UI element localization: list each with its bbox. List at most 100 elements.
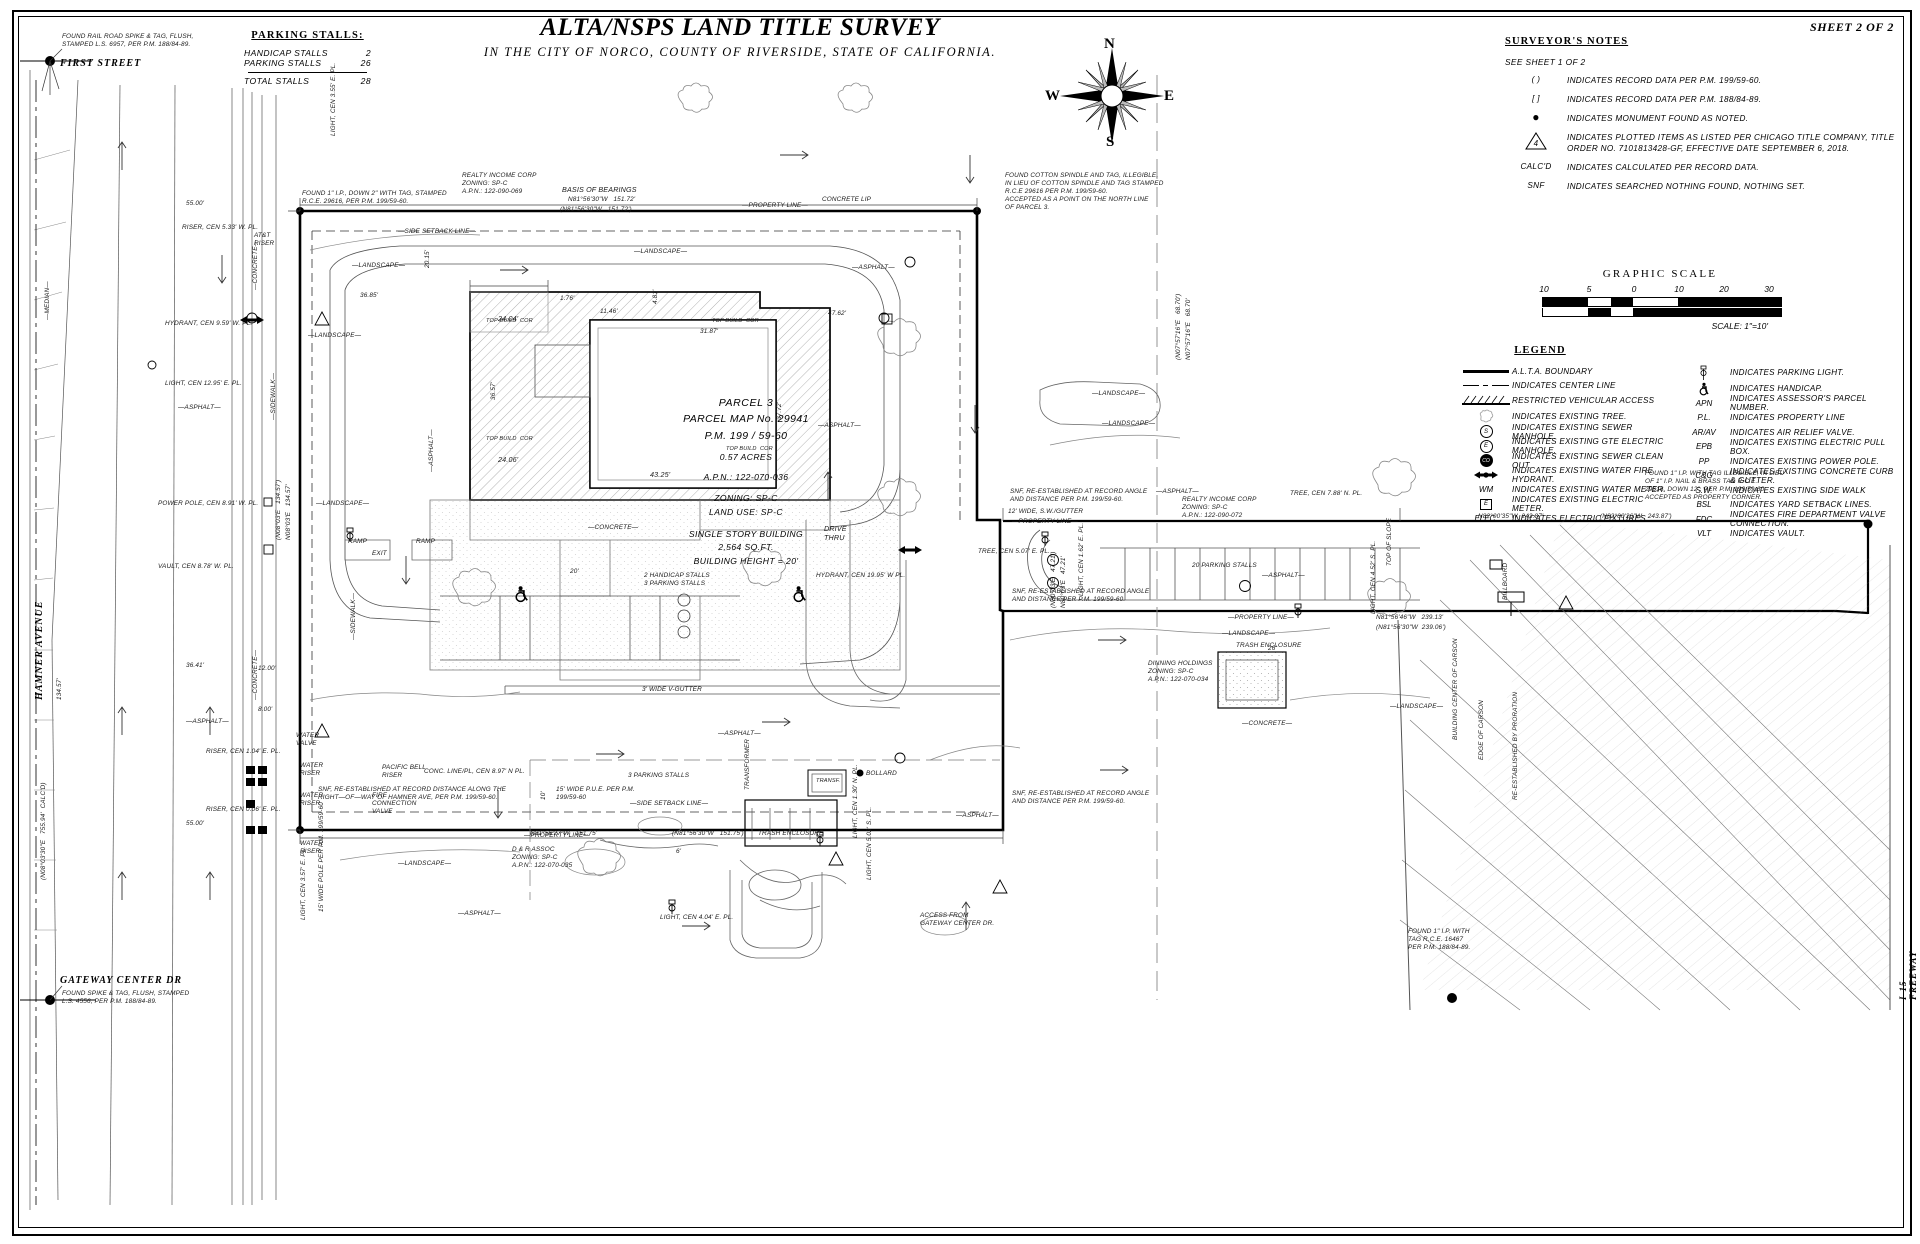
- note-text: INDICATES MONUMENT FOUND AS NOTED.: [1567, 114, 1749, 124]
- monument-note-freeway: FOUND 1" I.P. WITH TAG R.C.E. 16467 PER …: [1408, 928, 1471, 951]
- setback-lines: [311, 230, 985, 813]
- legend-label: INDICATES EXISTING GTE ELECTRIC MANHOLE.: [1512, 437, 1664, 456]
- svg-text:4: 4: [1534, 139, 1539, 148]
- legend-item: INDICATES EXISTING TREE.: [1460, 408, 1678, 425]
- label-landscape-7: —LANDSCAPE—: [1222, 630, 1276, 637]
- dim-8-00: 8.00': [258, 706, 273, 713]
- scale-bar-bottom: [1542, 308, 1782, 317]
- legend-column-left: A.L.T.A. BOUNDARY INDICATES CENTER LINE …: [1460, 364, 1678, 541]
- site-utility-symbols: [878, 256, 1251, 764]
- handicap-icon: [1678, 382, 1730, 396]
- sewer-cleanout-icon: CO: [1460, 454, 1512, 468]
- util-water-valve: WATER VALVE: [296, 732, 320, 747]
- monument-note-ne: FOUND COTTON SPINDLE AND TAG, ILLEGIBLE,…: [1005, 172, 1164, 211]
- parcel-acres: 0.57 ACRES: [719, 451, 773, 462]
- south-bearing-record: (N81°56'30"W 151.75'): [672, 830, 744, 837]
- warning-triangle-icon: 4: [1505, 132, 1567, 154]
- label-billboard: BILLBOARD: [1502, 562, 1509, 600]
- owner-realty-east: REALTY INCOME CORP ZONING: SP-C A.P.N.: …: [1182, 496, 1257, 519]
- legend: LEGEND A.L.T.A. BOUNDARY INDICATES CENTE…: [1460, 345, 1900, 541]
- label-landscape-2: —LANDSCAPE—: [352, 262, 406, 269]
- label-asphalt-1: —ASPHALT—: [852, 264, 895, 271]
- legend-label: INDICATES ASSESSOR'S PARCEL NUMBER.: [1730, 394, 1867, 413]
- label-concrete-4: —CONCRETE—: [1242, 720, 1293, 727]
- util-light-130: LIGHT, CEN 1.30' N. PL.: [852, 764, 859, 838]
- util-hydrant-1995: HYDRANT, CEN 19.95' W PL.: [816, 572, 906, 579]
- surveyors-notes-heading: SURVEYOR'S NOTES: [1505, 36, 1629, 47]
- legend-label: INDICATES YARD SETBACK LINES.: [1730, 500, 1872, 510]
- label-top-slope: TOP OF SLOPE: [1386, 517, 1393, 566]
- label-trash-east: TRASH ENCLOSURE: [1236, 642, 1302, 649]
- traffic-flow-arrows: [401, 150, 1129, 931]
- parking-stalls-heading: PARKING STALLS:: [251, 30, 364, 41]
- apn-abbrev: APN: [1695, 398, 1713, 408]
- compass-north-label: N: [1104, 36, 1115, 52]
- pue-lines: [529, 759, 1000, 900]
- legend-item: RESTRICTED VEHICULAR ACCESS: [1460, 393, 1678, 408]
- note-item: [ ] INDICATES RECORD DATA PER P.M. 188/8…: [1505, 94, 1905, 105]
- parking-stalls-label: PARKING STALLS: [244, 58, 322, 68]
- label-ramp-2: RAMP: [416, 538, 436, 545]
- parking-handicap-label: HANDICAP STALLS: [244, 48, 328, 58]
- util-light-404: LIGHT, CEN 4.04' E. PL.: [660, 914, 734, 921]
- pp-abbrev: PP: [1698, 456, 1710, 466]
- owner-dinning: DINNING HOLDINGS ZONING: SP-C A.P.N.: 12…: [1148, 660, 1213, 683]
- snf-note-b: SNF, RE-ESTABLISHED AT RECORD ANGLE AND …: [1012, 588, 1150, 603]
- dim-36-85: 36.85': [360, 292, 379, 299]
- building-footprint: [469, 291, 831, 501]
- label-fire-connection: FIRE CONNECTION VALVE: [372, 792, 417, 815]
- sheet-border-inner: [18, 16, 1904, 1228]
- legend-label: INDICATES PROPERTY LINE: [1730, 413, 1846, 423]
- monument-note-nw: FOUND RAIL ROAD SPIKE & TAG, FLUSH, STAM…: [62, 33, 194, 48]
- west-boundary-bearing: N08°03'E 134.57': [285, 484, 292, 540]
- trash-enclosure-south: [744, 799, 838, 847]
- parking-total-value: 28: [360, 76, 371, 86]
- south-driveway: [599, 839, 847, 959]
- label-building-center: BUILDING CENTER OF CARSON: [1452, 638, 1459, 740]
- parking-divider: [248, 72, 367, 73]
- scale-tick: 10: [1674, 284, 1684, 294]
- util-tree-507: TREE, CEN 5.07' E. PL.: [978, 548, 1051, 555]
- concrete-pad: [430, 500, 900, 670]
- label-top-build-cor-2: TOP BUILD COR: [712, 318, 759, 324]
- legend-item: P.L.INDICATES PROPERTY LINE: [1678, 411, 1900, 426]
- fire-hydrant-symbol-east: [898, 546, 922, 554]
- legend-item: INDICATES EXISTING WATER FIRE HYDRANT.: [1460, 466, 1678, 484]
- electric-fixtures-icon: ELEC.: [1474, 514, 1498, 524]
- dim-36-57: 36.57': [490, 381, 497, 400]
- label-landscape-5: —LANDSCAPE—: [1092, 390, 1146, 397]
- east-top-bearing: N82°00'35"W 243.87': [1478, 513, 1544, 520]
- bollard-symbol: [856, 769, 864, 777]
- parcel-land-use: LAND USE: SP-C: [709, 506, 783, 517]
- label-property-line-1: —PROPERTY LINE—: [742, 202, 808, 209]
- west-top-distance: 55.00': [186, 200, 205, 207]
- legend-label: RESTRICTED VEHICULAR ACCESS: [1512, 395, 1655, 405]
- graphic-scale-heading: GRAPHIC SCALE: [1602, 268, 1718, 280]
- street-label-hamner: HAMNER AVENUE: [34, 600, 45, 700]
- parcel-map: PARCEL MAP No. 29941: [683, 413, 809, 426]
- monument-freeway: [1447, 993, 1457, 1003]
- landscape-ovals: [564, 816, 970, 936]
- legend-label: INDICATES FIRE DEPARTMENT VALVE CONNECTI…: [1730, 510, 1886, 529]
- scale-tick: 5: [1586, 284, 1592, 294]
- label-reestablish-proration: RE-ESTABLISHED BY PRORATION: [1512, 691, 1519, 800]
- parking-stalls-table: PARKING STALLS: HANDICAP STALLS 2 PARKIN…: [240, 30, 375, 86]
- parking-stall-lines-lot: [440, 595, 740, 661]
- ne-bearing-record: (N07°57'16"E 68.70'): [1175, 293, 1182, 360]
- scale-tick: 10: [1539, 284, 1549, 294]
- legend-label: INDICATES EXISTING SEWER CLEAN OUT.: [1512, 451, 1664, 470]
- west-boundary-bearing-record: (N08°03'E 134.57'): [275, 479, 282, 540]
- util-light-162: LIGHT, CEN 1.62' E. PL.: [1078, 522, 1085, 596]
- label-side-setback-2: —SIDE SETBACK LINE—: [630, 800, 709, 807]
- snf-note-d: SNF, RE-ESTABLISHED AT RECORD DISTANCE A…: [318, 786, 507, 801]
- basis-of-bearings-value: N81°56'30"W 151.72': [568, 196, 636, 203]
- street-direction-arrows: [117, 141, 227, 900]
- note-text: INDICATES SEARCHED NOTHING FOUND, NOTHIN…: [1567, 182, 1806, 192]
- dim-11-46: 11.46': [600, 308, 618, 315]
- parcel-building: SINGLE STORY BUILDING: [688, 529, 804, 540]
